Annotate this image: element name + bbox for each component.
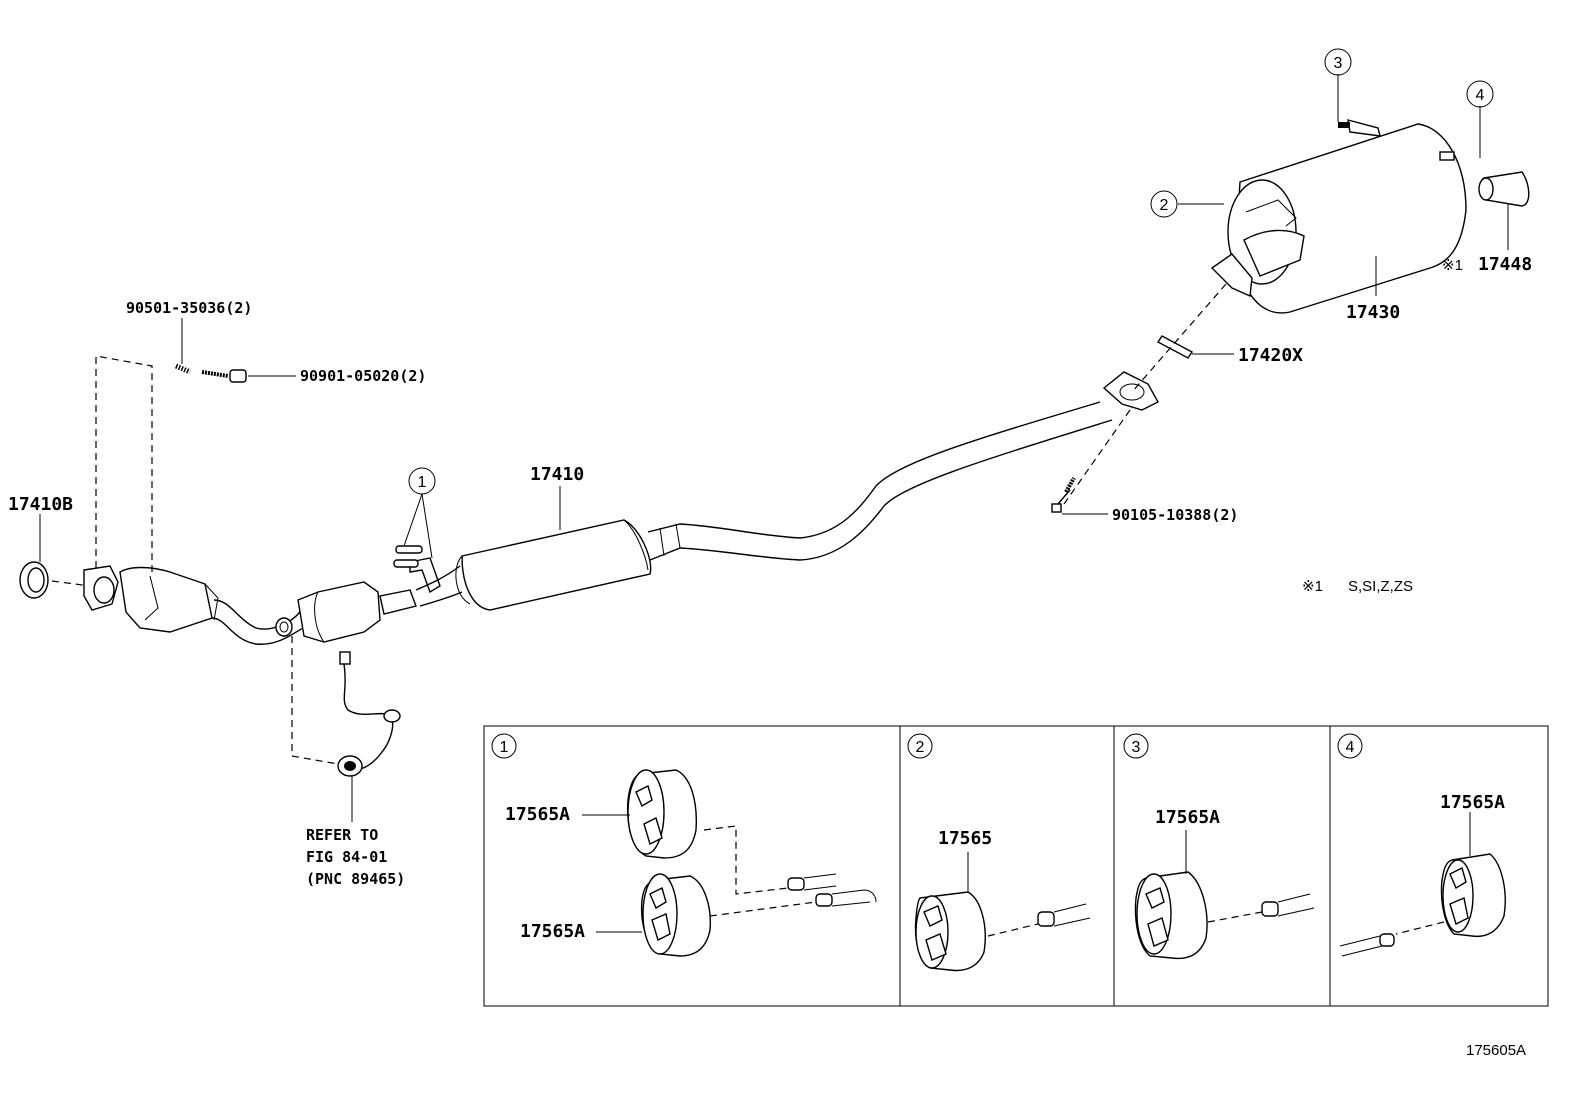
label-17448-mark: ※1 xyxy=(1442,257,1463,274)
panel-3-hanger xyxy=(1134,871,1208,960)
nut xyxy=(201,369,247,383)
panel-1-label-top: 17565A xyxy=(505,804,570,825)
callout-num-2: 2 xyxy=(1160,197,1169,214)
panel-3-label: 17565A xyxy=(1155,807,1220,828)
refer-line-1: REFER TO xyxy=(306,826,378,844)
center-muffler-17410 xyxy=(461,519,652,611)
callout-circle-1 xyxy=(408,467,436,495)
panel-3-num: 3 xyxy=(1132,739,1141,756)
refer-line-2: FIG 84-01 xyxy=(306,848,387,866)
gasket-ring-17410b xyxy=(19,561,49,599)
mid-catalyst xyxy=(297,581,381,643)
tail-muffler-flange xyxy=(1210,253,1253,298)
callout-circle-2 xyxy=(1150,190,1178,218)
front-catalyst xyxy=(119,566,213,633)
figure-id: 175605A xyxy=(1466,1042,1526,1059)
callout-num-1: 1 xyxy=(418,474,427,491)
panel-1-label-bottom: 17565A xyxy=(520,921,585,942)
tail-muffler-17430 xyxy=(1210,119,1467,314)
label-17410b: 17410B xyxy=(8,494,73,515)
panel-4-label: 17565A xyxy=(1440,792,1505,813)
panel-2-circle xyxy=(907,733,933,759)
tail-tip-17448 xyxy=(1478,171,1530,207)
panel-3-circle xyxy=(1123,733,1149,759)
spring-bolt xyxy=(175,363,191,375)
panel-4-num: 4 xyxy=(1346,739,1355,756)
note-text: S,SI,Z,ZS xyxy=(1348,578,1413,595)
callout-num-4: 4 xyxy=(1476,87,1485,104)
panel-1-hanger-bottom xyxy=(640,873,712,957)
exhaust-pipe-assembly xyxy=(19,371,1159,645)
panel-1-circle xyxy=(491,733,517,759)
label-17420x: 17420X xyxy=(1238,345,1303,366)
panel-3-pin xyxy=(1261,893,1315,917)
label-17430: 17430 xyxy=(1346,302,1400,323)
panel-1-hanger-top xyxy=(626,769,698,859)
gasket-17420x xyxy=(1156,335,1194,359)
label-90901-05020: 90901-05020(2) xyxy=(300,367,426,385)
flange-bolt xyxy=(1051,477,1076,513)
label-90501-35036: 90501-35036(2) xyxy=(126,299,252,317)
label-17410: 17410 xyxy=(530,464,584,485)
panel-4-hanger xyxy=(1440,853,1506,938)
panel-2-pin xyxy=(1037,903,1091,927)
panel-2-hanger xyxy=(914,891,986,972)
dashed-leaders xyxy=(95,283,1227,765)
refer-line-3: (PNC 89465) xyxy=(306,870,405,888)
leader-lines xyxy=(39,74,1509,822)
detail-box xyxy=(483,725,1549,1007)
label-90105-10388: 90105-10388(2) xyxy=(1112,506,1238,524)
panel-1-pins xyxy=(787,873,877,907)
oxygen-sensor xyxy=(337,651,401,777)
panel-4-circle xyxy=(1337,733,1363,759)
rear-flange xyxy=(1102,371,1159,411)
panel-4-pin xyxy=(1339,933,1395,957)
panel-1-num: 1 xyxy=(500,739,509,756)
callout-num-3: 3 xyxy=(1334,55,1343,72)
callout-circle-3 xyxy=(1324,48,1352,76)
panel-2-label: 17565 xyxy=(938,828,992,849)
label-17448: 17448 xyxy=(1478,254,1532,275)
note-mark: ※1 xyxy=(1302,578,1323,595)
callout-circle-4 xyxy=(1466,80,1494,108)
panel-2-num: 2 xyxy=(916,739,925,756)
